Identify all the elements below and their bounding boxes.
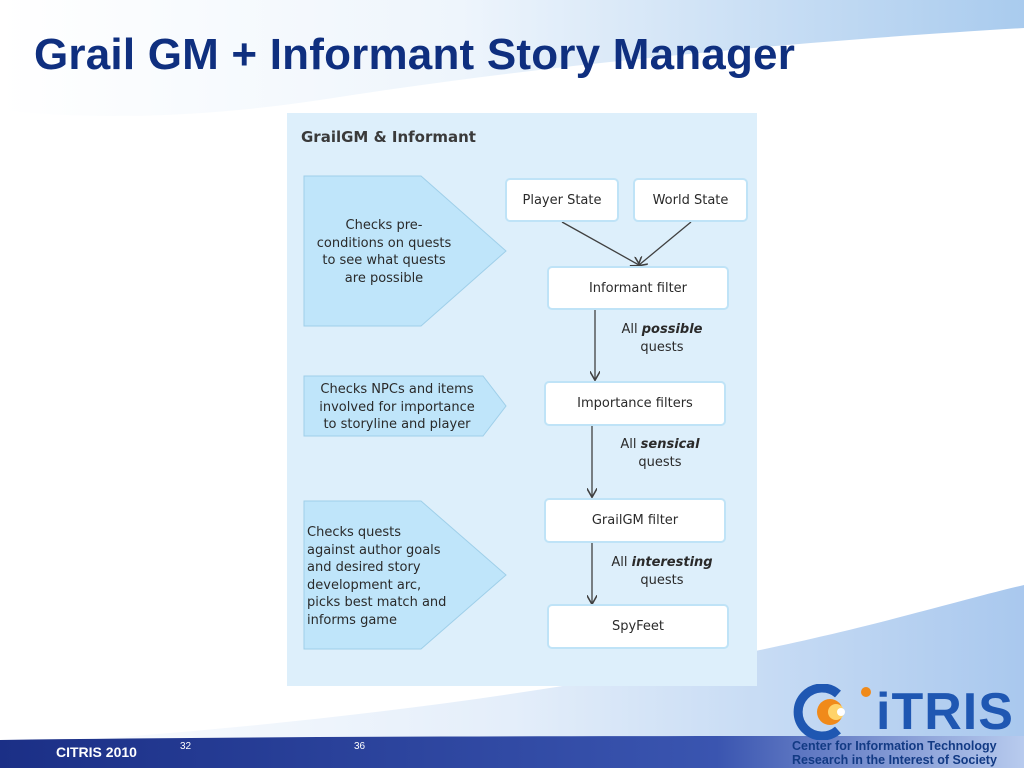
edge-label-sensical-suffix: quests [638,455,682,470]
annotation-3-line-4: development arc, [307,577,422,593]
annotation-1-line-2: conditions on quests [316,235,452,251]
annotation-3-line-1: Checks quests [307,525,402,540]
edge-label-sensical-prefix: All [620,437,641,452]
annotation-3-line-6: informs game [307,612,397,628]
node-spyfeet: SpyFeet [547,604,729,649]
edge-label-possible-suffix: quests [640,340,684,355]
annotation-3-line-3: and desired story [307,560,421,575]
edge-label-sensical: All sensical quests [615,436,705,472]
annotation-arrow-2-shape [303,375,507,437]
citris-logo-tagline-2: Research in the Interest of Society [792,753,997,767]
footer-page-number-a: 32 [180,741,192,752]
annotation-1-line-4: are possible [344,270,424,286]
edge-player-to-informant [561,221,639,265]
edge-label-interesting-suffix: quests [640,573,684,588]
annotation-1-line-1: Checks pre- [345,218,423,233]
flow-connectors [561,221,692,686]
node-importance-filters: Importance filters [544,381,726,426]
annotation-3-line-5: picks best match and [307,595,447,610]
edge-label-possible: All possible quests [617,321,707,357]
edge-label-interesting: All interesting quests [607,554,717,590]
annotation-arrow-1-shape [303,175,507,327]
diagram-heading: GrailGM & Informant [301,128,476,146]
node-grailgm-filter: GrailGM filter [544,498,726,543]
annotation-arrow-3-text: Checks quests against author goals and d… [307,524,477,629]
edge-label-possible-prefix: All [621,322,642,337]
annotation-2-line-3: to storyline and player [323,417,471,432]
annotation-arrow-1-text: Checks pre- conditions on quests to see … [309,217,459,287]
annotation-arrow-2-text: Checks NPCs and items involved for impor… [307,381,487,434]
slide-title: Grail GM + Informant Story Manager [34,30,796,79]
annotation-2-line-2: involved for importance [319,399,475,415]
annotation-2-line-1: Checks NPCs and items [320,382,474,397]
edge-label-possible-emph: possible [641,322,703,337]
diagram-panel: GrailGM & Informant Checks pre- conditio… [287,113,757,686]
footer-band [0,736,1024,768]
citris-logo-wordmark: iTRIS [876,683,1014,741]
annotation-1-line-3: to see what quests [322,253,446,268]
node-player-state: Player State [505,178,619,222]
edge-label-sensical-emph: sensical [640,437,700,452]
annotation-arrow-3-shape [303,500,507,650]
node-world-state: World State [633,178,748,222]
edge-label-interesting-prefix: All [611,555,632,570]
footer-brand: CITRIS 2010 [56,744,137,760]
citris-logo-tagline-1: Center for Information Technology [792,739,997,753]
edge-world-to-informant [639,221,692,265]
node-informant-filter: Informant filter [547,266,729,310]
citris-logo-mark-icon [793,684,871,740]
citris-logo: iTRIS Center for Information Technology … [786,683,1016,767]
edge-label-interesting-emph: interesting [631,555,713,570]
annotation-3-line-2: against author goals [307,542,441,558]
footer-page-number-b: 36 [354,741,366,752]
